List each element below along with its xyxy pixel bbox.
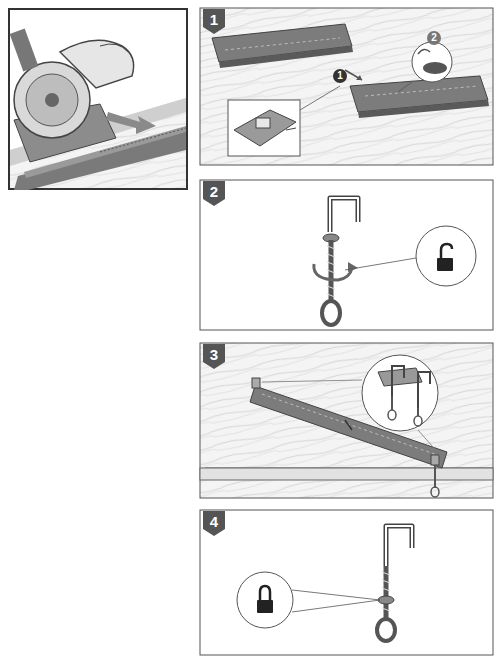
step-badge: 4 <box>203 511 225 536</box>
step-4-picture <box>200 510 493 655</box>
callout-number: 1 <box>333 69 347 83</box>
callout-number-text: 2 <box>431 33 437 43</box>
step-3-picture <box>200 343 493 498</box>
callout-number-text: 1 <box>337 71 343 81</box>
step-badge: 2 <box>203 181 225 206</box>
step-number: 3 <box>210 347 218 362</box>
step-1-picture <box>200 8 493 165</box>
step-badge: 3 <box>203 344 225 369</box>
step-2-picture <box>200 180 493 330</box>
step-number: 4 <box>210 514 218 529</box>
overview-picture <box>9 9 187 190</box>
step-number: 1 <box>210 12 218 27</box>
callout-number: 2 <box>427 31 441 45</box>
step-number: 2 <box>210 184 218 199</box>
step-badge: 1 <box>203 9 225 34</box>
